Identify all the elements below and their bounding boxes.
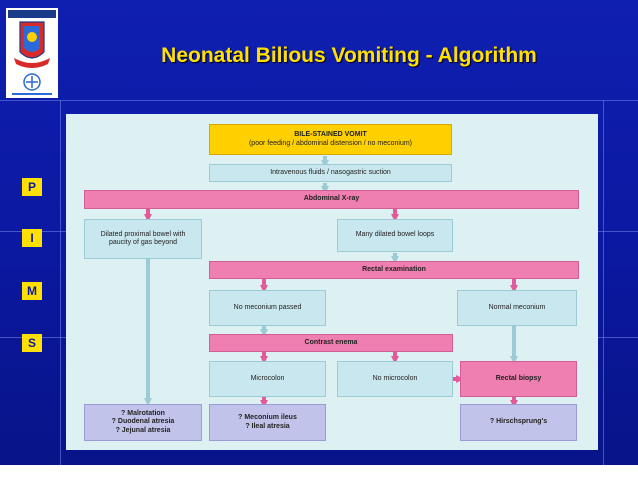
- rectal-biopsy-box: Rectal biopsy: [460, 361, 577, 397]
- side-letter: I: [22, 229, 42, 247]
- start-subtitle: (poor feeding / abdominal distension / n…: [248, 139, 413, 147]
- slide-title: Neonatal Bilious Vomiting - Algorithm: [161, 44, 537, 67]
- outcome-right-box: ? Hirschsprung's: [460, 404, 577, 441]
- outcome-item: ? Malrotation: [121, 410, 165, 418]
- outcome-mid-box: ? Meconium ileus ? Ileal atresia: [209, 404, 326, 441]
- outcome-item: ? Meconium ileus: [238, 414, 297, 422]
- no-meconium-box: No meconium passed: [209, 290, 326, 326]
- slide: Neonatal Bilious Vomiting - Algorithm P …: [0, 0, 638, 465]
- institute-crest-icon: [8, 10, 56, 95]
- side-letter: P: [22, 178, 42, 196]
- grid-line: [603, 100, 604, 465]
- iv-fluids-box: Intravenous fluids / nasogastric suction: [209, 164, 452, 182]
- grid-line: [60, 100, 61, 465]
- microcolon-box: Microcolon: [209, 361, 326, 397]
- side-letter: S: [22, 334, 42, 352]
- outcome-item: ? Jejunal atresia: [115, 426, 171, 434]
- normal-meconium-box: Normal meconium: [457, 290, 577, 326]
- flowchart-connectors: [144, 156, 518, 408]
- xray-bar: Abdominal X-ray: [84, 190, 579, 209]
- no-microcolon-box: No microcolon: [337, 361, 453, 397]
- grid-line: [0, 100, 638, 101]
- outcome-left-box: ? Malrotation ? Duodenal atresia ? Jejun…: [84, 404, 202, 441]
- institute-logo: [6, 8, 58, 98]
- outcome-item: ? Ileal atresia: [245, 422, 290, 430]
- rectal-exam-bar: Rectal examination: [209, 261, 579, 279]
- start-box: BILE-STAINED VOMIT (poor feeding / abdom…: [209, 124, 452, 155]
- dilated-proximal-box: Dilated proximal bowel with paucity of g…: [84, 219, 202, 259]
- start-title: BILE-STAINED VOMIT: [294, 131, 367, 139]
- contrast-enema-bar: Contrast enema: [209, 334, 453, 352]
- outcome-item: ? Duodenal atresia: [111, 418, 175, 426]
- many-dilated-box: Many dilated bowel loops: [337, 219, 453, 252]
- side-letter: M: [22, 282, 42, 300]
